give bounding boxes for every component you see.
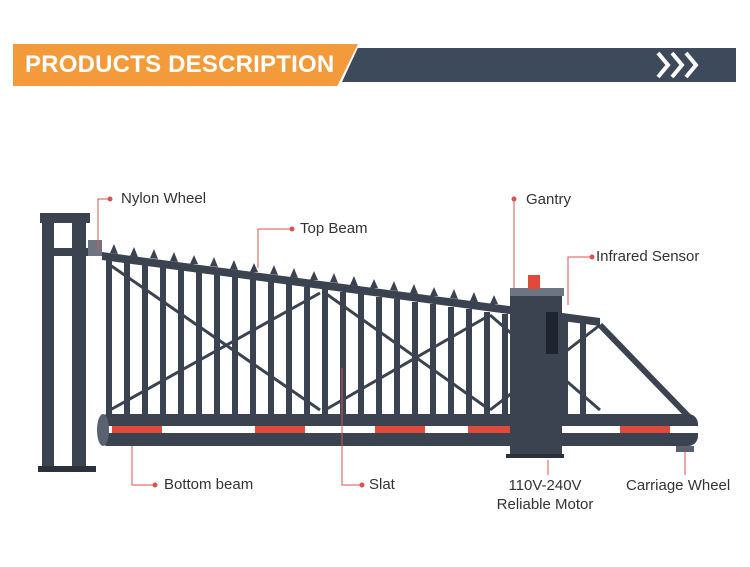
banner-orange-tab <box>13 44 358 86</box>
label-motor-voltage: 110V-240V <box>508 477 582 494</box>
carriage-wheel <box>676 446 694 470</box>
gate-slats <box>106 258 586 418</box>
label-top-beam: Top Beam <box>300 220 368 237</box>
label-motor-name: Reliable Motor <box>496 496 594 513</box>
banner-title: PRODUCTS DESCRIPTION <box>25 51 335 78</box>
label-infrared-sensor: Infrared Sensor <box>596 248 700 265</box>
label-nylon-wheel: Nylon Wheel <box>121 190 207 207</box>
label-motor: 110V-240V Reliable Motor <box>490 476 600 514</box>
label-slat: Slat <box>369 476 395 493</box>
label-bottom-beam: Bottom beam <box>164 476 254 493</box>
tail-brace <box>597 322 693 421</box>
top-beam-rail <box>102 244 600 326</box>
bottom-beam <box>97 414 698 446</box>
label-gantry: Gantry <box>526 191 572 208</box>
triple-chevron-right-icon <box>656 51 699 79</box>
gantry-post <box>506 275 564 458</box>
callout-dots <box>107 196 595 488</box>
label-carriage-wheel: Carriage Wheel <box>626 477 731 494</box>
gate-posts <box>38 213 102 472</box>
callout-lines <box>97 198 686 486</box>
section-banner: PRODUCTS DESCRIPTION <box>0 0 750 100</box>
